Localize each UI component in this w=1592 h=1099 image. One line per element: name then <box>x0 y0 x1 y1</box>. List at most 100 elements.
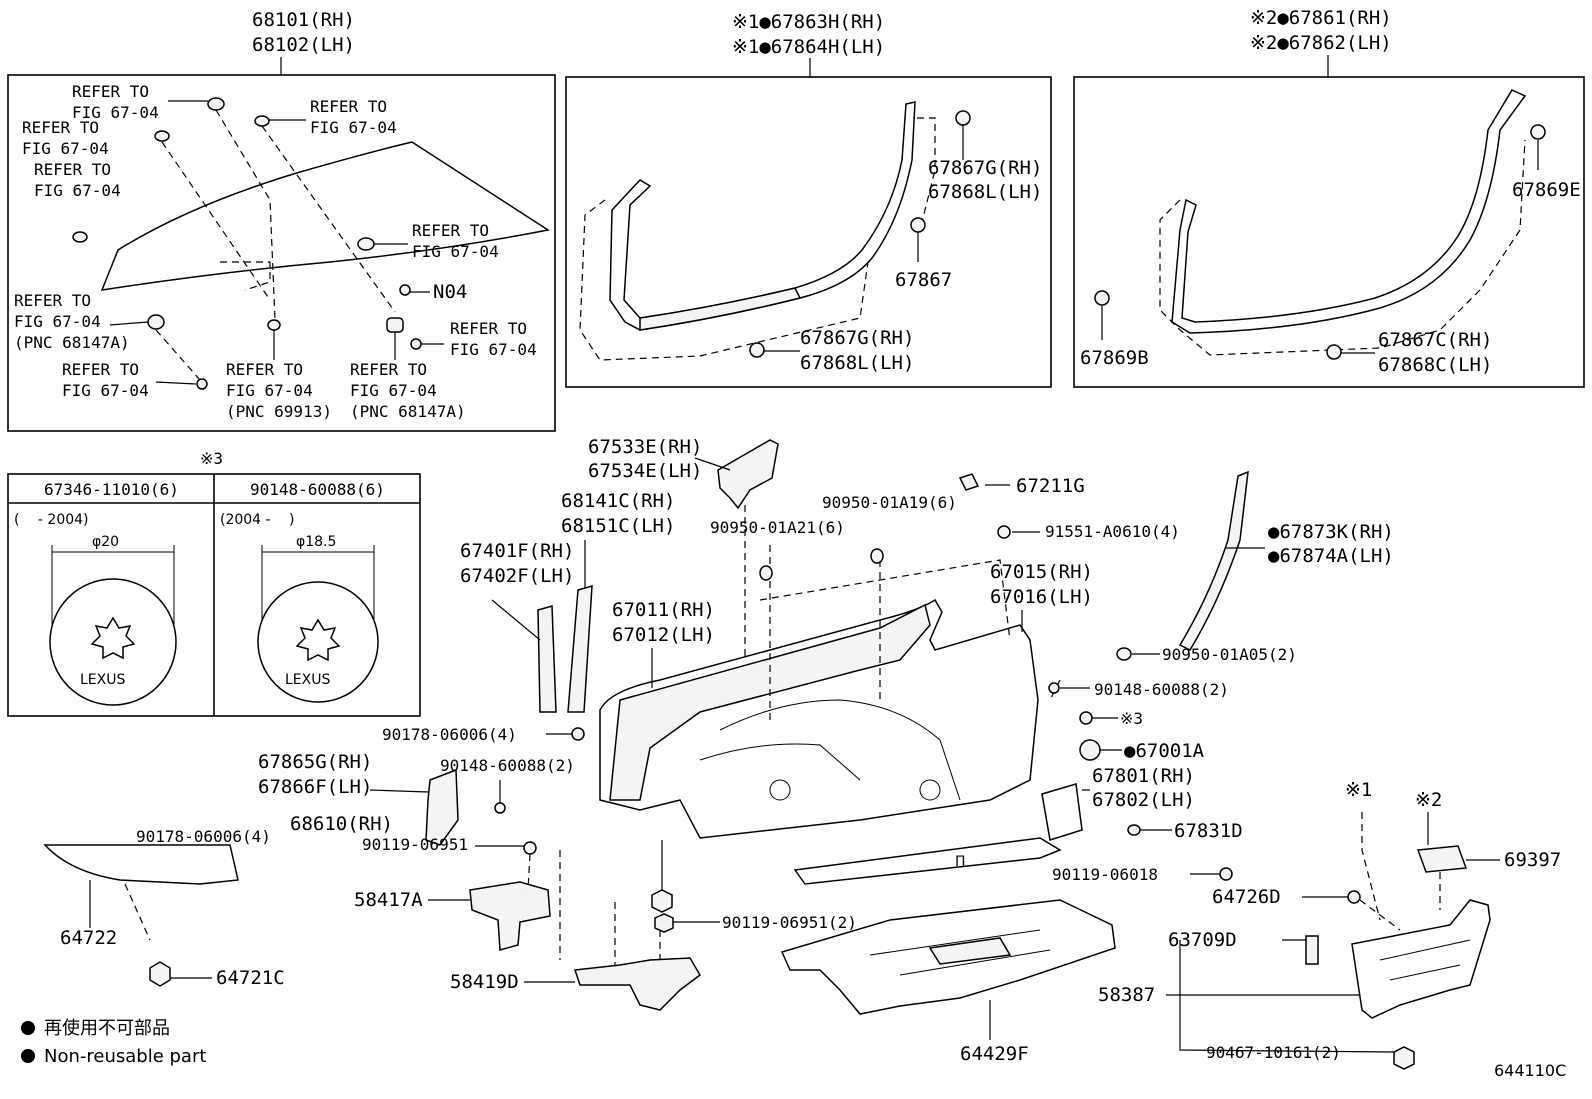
label-90178-06006-a[interactable]: 90178-06006(4) <box>382 725 517 744</box>
label-90467-10161[interactable]: 90467-10161(2) <box>1206 1043 1341 1062</box>
bolt-icon[interactable] <box>410 338 422 350</box>
label-90148-60088-b[interactable]: 90148-60088(2) <box>440 756 575 775</box>
clip-icon[interactable] <box>267 319 281 331</box>
bolt-icon[interactable] <box>399 284 411 296</box>
label-67533E[interactable]: 67533E(RH) <box>588 436 702 458</box>
label-67211G[interactable]: 67211G <box>1016 475 1085 497</box>
label-68151C[interactable]: 68151C(LH) <box>561 515 675 537</box>
clip-label[interactable]: 67869E <box>1512 179 1581 201</box>
weatherstrip1-title-lh[interactable]: ※1●67864H(LH) <box>732 36 885 58</box>
label-68610[interactable]: 68610(RH) <box>290 813 393 835</box>
label-90950-01A05[interactable]: 90950-01A05(2) <box>1162 645 1297 664</box>
label-64726D[interactable]: 64726D <box>1212 886 1281 908</box>
belt-moulding-a[interactable] <box>537 605 557 713</box>
glass-title-rh[interactable]: 68101(RH) <box>252 9 355 31</box>
clip-icon[interactable] <box>759 565 773 581</box>
label-67831D[interactable]: 67831D <box>1174 820 1243 842</box>
weatherstrip2-title-lh[interactable]: ※2●67862(LH) <box>1250 32 1392 54</box>
label-90119-06951[interactable]: 90119-06951 <box>362 835 468 854</box>
label-90119-06951-2[interactable]: 90119-06951(2) <box>722 913 857 932</box>
bolt-icon[interactable] <box>1347 890 1361 904</box>
clip-label-lh[interactable]: 67868C(LH) <box>1378 354 1492 376</box>
label-67401F[interactable]: 67401F(RH) <box>460 540 574 562</box>
label-67866F[interactable]: 67866F(LH) <box>258 776 372 798</box>
clip-icon[interactable] <box>1530 124 1546 140</box>
clip-label[interactable]: 67869B <box>1080 347 1149 369</box>
clip-icon[interactable] <box>955 110 971 126</box>
label-67534E[interactable]: 67534E(LH) <box>588 460 702 482</box>
label-58419D[interactable]: 58419D <box>450 971 519 993</box>
clip-icon[interactable] <box>1116 647 1132 661</box>
quarter-glass[interactable] <box>100 141 550 291</box>
label-90178-06006-b[interactable]: 90178-06006(4) <box>136 827 271 846</box>
label-58387[interactable]: 58387 <box>1098 984 1155 1006</box>
clip-icon[interactable] <box>254 115 270 127</box>
label-91551[interactable]: 91551-A0610(4) <box>1045 522 1180 541</box>
pillar-weatherstrip[interactable] <box>1178 470 1249 651</box>
clip-icon[interactable] <box>910 217 926 233</box>
striker-cover[interactable] <box>1416 845 1468 873</box>
label-58417A[interactable]: 58417A <box>354 889 423 911</box>
label-69397[interactable]: 69397 <box>1504 849 1561 871</box>
label-90148-60088-a[interactable]: 90148-60088(2) <box>1094 680 1229 699</box>
label-67012[interactable]: 67012(LH) <box>612 624 715 646</box>
label-64429F[interactable]: 64429F <box>960 1043 1029 1065</box>
service-hole-cover[interactable] <box>1041 783 1083 841</box>
label-90950-01A21[interactable]: 90950-01A21(6) <box>710 518 845 537</box>
weatherstrip2-title-rh[interactable]: ※2●67861(RH) <box>1250 7 1392 29</box>
glass-title-lh[interactable]: 68102(LH) <box>252 34 355 56</box>
clip-icon[interactable] <box>386 317 404 333</box>
clip-label-lh[interactable]: 67868L(LH) <box>928 181 1042 203</box>
weatherstrip1-title-rh[interactable]: ※1●67863H(RH) <box>732 11 885 33</box>
label-67015[interactable]: 67015(RH) <box>990 561 1093 583</box>
clip-icon[interactable] <box>147 314 165 330</box>
clip-label-lh[interactable]: 67868L(LH) <box>800 352 914 374</box>
label-90950-01A19[interactable]: 90950-01A19(6) <box>822 493 957 512</box>
plug-icon[interactable] <box>1079 739 1101 761</box>
bolt-icon[interactable] <box>654 913 674 933</box>
screw-icon[interactable] <box>1393 1046 1415 1070</box>
label-64722[interactable]: 64722 <box>60 927 117 949</box>
label-67801[interactable]: 67801(RH) <box>1092 765 1195 787</box>
label-67402F[interactable]: 67402F(LH) <box>460 565 574 587</box>
belt-moulding-b[interactable] <box>567 584 593 713</box>
screw-icon[interactable] <box>149 961 171 987</box>
label-68141C[interactable]: 68141C(RH) <box>561 490 675 512</box>
body-weatherstrip[interactable] <box>1171 89 1527 334</box>
door-scuff-plate[interactable] <box>793 837 1062 885</box>
door-inner-frame[interactable] <box>609 603 931 801</box>
bolt-icon[interactable] <box>196 378 208 390</box>
clip-icon[interactable] <box>154 130 170 142</box>
door-garnish[interactable] <box>425 768 459 846</box>
label-64721C[interactable]: 64721C <box>216 967 285 989</box>
cap-col1-head[interactable]: 67346-11010(6) <box>44 480 179 499</box>
label-63709D[interactable]: 63709D <box>1168 929 1237 951</box>
clip-label-rh[interactable]: 67867C(RH) <box>1378 329 1492 351</box>
clip-label-rh[interactable]: 67867G(RH) <box>800 327 914 349</box>
cap-col2-head[interactable]: 90148-60088(6) <box>250 480 385 499</box>
clip-icon[interactable] <box>1305 935 1319 965</box>
label-67873K[interactable]: ●67873K(RH) <box>1268 521 1394 543</box>
bracket-58419D[interactable] <box>573 957 701 1011</box>
clip-icon[interactable] <box>958 473 980 491</box>
label-67001A[interactable]: ●67001A <box>1124 740 1205 762</box>
clip-icon[interactable] <box>1127 824 1141 836</box>
clip-icon[interactable] <box>749 342 765 358</box>
bolt-icon[interactable] <box>1219 867 1233 881</box>
clip-icon[interactable] <box>1094 290 1110 306</box>
clip-icon[interactable] <box>870 548 884 564</box>
clip-icon[interactable] <box>357 237 375 251</box>
n04-label[interactable]: N04 <box>433 281 467 303</box>
label-67011[interactable]: 67011(RH) <box>612 599 715 621</box>
clip-icon[interactable] <box>1326 344 1342 360</box>
clip-label-rh[interactable]: 67867G(RH) <box>928 157 1042 179</box>
bracket-58417A[interactable] <box>469 881 551 951</box>
rear-floor-trim[interactable] <box>1351 899 1491 1019</box>
mirror-garnish[interactable] <box>717 439 779 510</box>
clip-icon[interactable] <box>207 97 225 111</box>
bolt-icon[interactable] <box>494 802 506 814</box>
label-67874A[interactable]: ●67874A(LH) <box>1268 545 1394 567</box>
bolt-icon[interactable] <box>1048 682 1060 694</box>
bolt-icon[interactable] <box>651 889 673 913</box>
clip-label[interactable]: 67867 <box>895 269 952 291</box>
